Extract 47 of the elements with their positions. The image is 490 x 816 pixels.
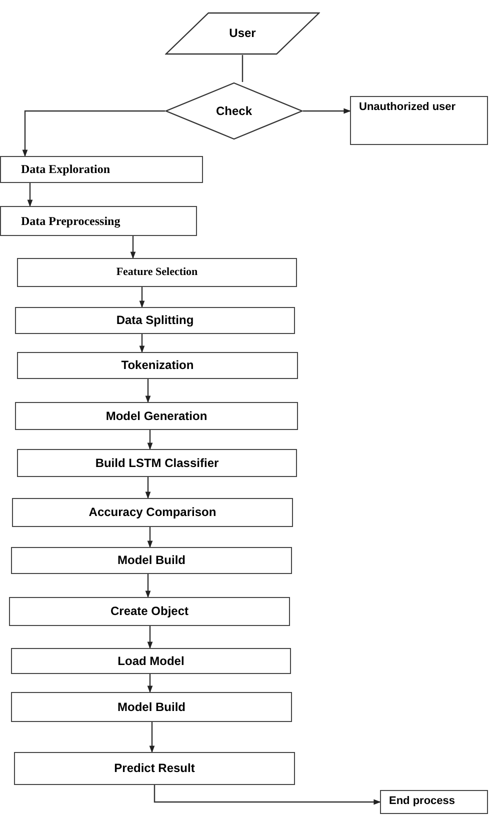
node-label: Check xyxy=(216,104,252,118)
node-label: Model Generation xyxy=(106,408,208,424)
node-label: End process xyxy=(389,795,456,809)
process-box xyxy=(17,352,298,379)
node-label: Tokenization xyxy=(121,358,194,373)
connector-arrow xyxy=(147,430,153,450)
connector-arrow xyxy=(149,722,155,753)
process-box xyxy=(15,307,295,334)
process-box xyxy=(17,449,297,477)
connector-arrow xyxy=(154,785,381,805)
connector-arrow xyxy=(147,626,153,649)
node-label: Build LSTM Classifier xyxy=(95,456,219,470)
process-box xyxy=(0,156,203,183)
connector-arrow xyxy=(130,236,136,259)
node-label: Unauthorized user xyxy=(359,101,456,115)
process-box xyxy=(380,790,488,814)
process-box xyxy=(11,692,292,722)
node-label: Model Build xyxy=(118,553,186,568)
connector-arrow xyxy=(139,334,145,353)
node-label: Data Splitting xyxy=(116,313,194,328)
process-box xyxy=(11,547,292,574)
process-box xyxy=(15,402,298,430)
node-label: Data Preprocessing xyxy=(21,214,120,228)
node-label: Create Object xyxy=(110,604,189,619)
connector-arrow xyxy=(27,183,33,207)
process-box xyxy=(350,96,488,145)
node-label: Model Build xyxy=(118,700,186,714)
process-box xyxy=(12,498,293,527)
connector-arrow xyxy=(22,110,165,157)
node-label: Data Exploration xyxy=(21,162,110,177)
node-label: Predict Result xyxy=(114,761,195,776)
connector-arrow xyxy=(147,674,153,693)
process-box xyxy=(9,597,290,626)
process-box xyxy=(14,752,295,785)
connector-arrow xyxy=(139,287,145,308)
process-box xyxy=(11,648,291,674)
connector-arrow xyxy=(145,379,151,403)
process-box xyxy=(17,258,297,287)
connector-arrow xyxy=(145,477,151,499)
node-label: User xyxy=(229,26,256,41)
connector-arrow xyxy=(303,108,351,114)
node-label: Load Model xyxy=(118,654,184,668)
process-box xyxy=(0,206,197,236)
connector-arrow xyxy=(145,574,151,598)
connector-arrow xyxy=(147,527,153,548)
node-label: Accuracy Comparison xyxy=(88,505,216,520)
node-label: Feature Selection xyxy=(116,266,198,280)
